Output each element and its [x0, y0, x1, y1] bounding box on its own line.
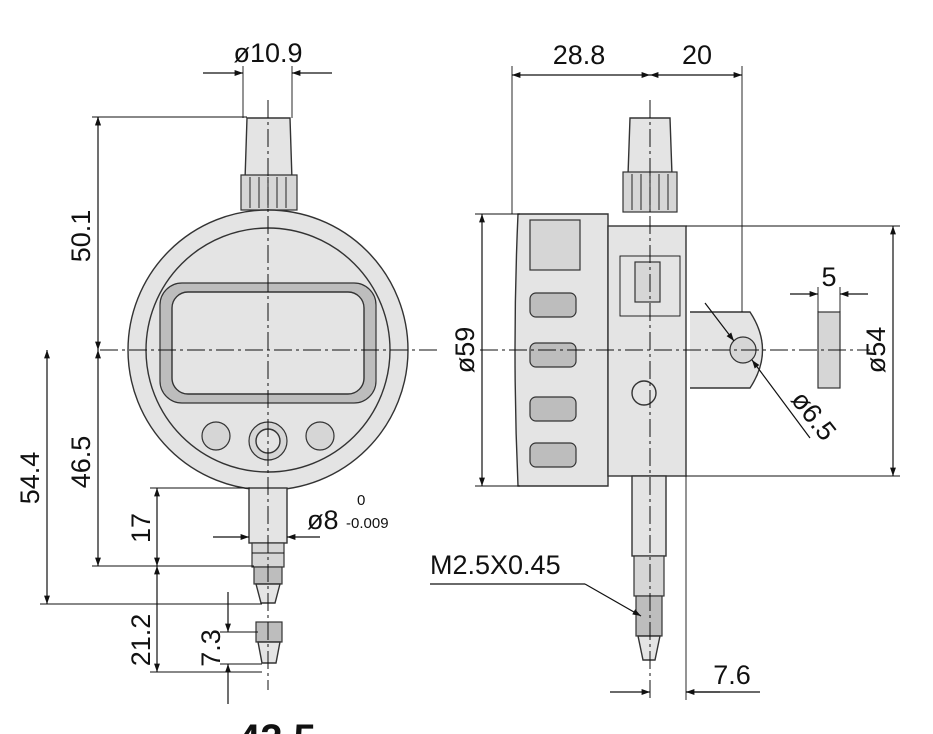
dim-7-3: 7.3: [196, 629, 226, 667]
dim-lug-5: 5: [821, 262, 836, 292]
dim-stem8: ø8: [307, 505, 339, 535]
dim-tol-lower: -0.009: [346, 515, 389, 532]
side-grips: [529, 292, 577, 468]
dim-tol-upper: 0: [357, 492, 365, 509]
button-left: [201, 421, 231, 451]
dim-28-8: 28.8: [553, 40, 606, 70]
button-right: [305, 421, 335, 451]
cap-knurl: [240, 174, 298, 211]
dim-54-4: 54.4: [15, 452, 45, 505]
dim-cap-height: 50.1: [66, 210, 96, 263]
dim-21-2: 21.2: [126, 614, 156, 667]
dim-7-6: 7.6: [713, 660, 751, 690]
dim-17: 17: [126, 513, 156, 543]
contact-detached: [255, 621, 283, 643]
side-view: 28.8 20 ø59 ø54 5 ø6.5 M2.5X0.45 7.6: [430, 40, 900, 700]
bottom-partial-text: 42.5: [238, 717, 316, 734]
thread-note: M2.5X0.45: [430, 550, 561, 580]
dim-54: ø54: [861, 327, 891, 374]
front-view: ø10.9 50.1 54.4 46.5 17 ø8 0 -0.009 21.2: [15, 38, 440, 704]
dim-46-5: 46.5: [66, 436, 96, 489]
dim-stem-dia: ø10.9: [233, 38, 302, 68]
dim-20: 20: [682, 40, 712, 70]
dim-59: ø59: [450, 327, 480, 374]
